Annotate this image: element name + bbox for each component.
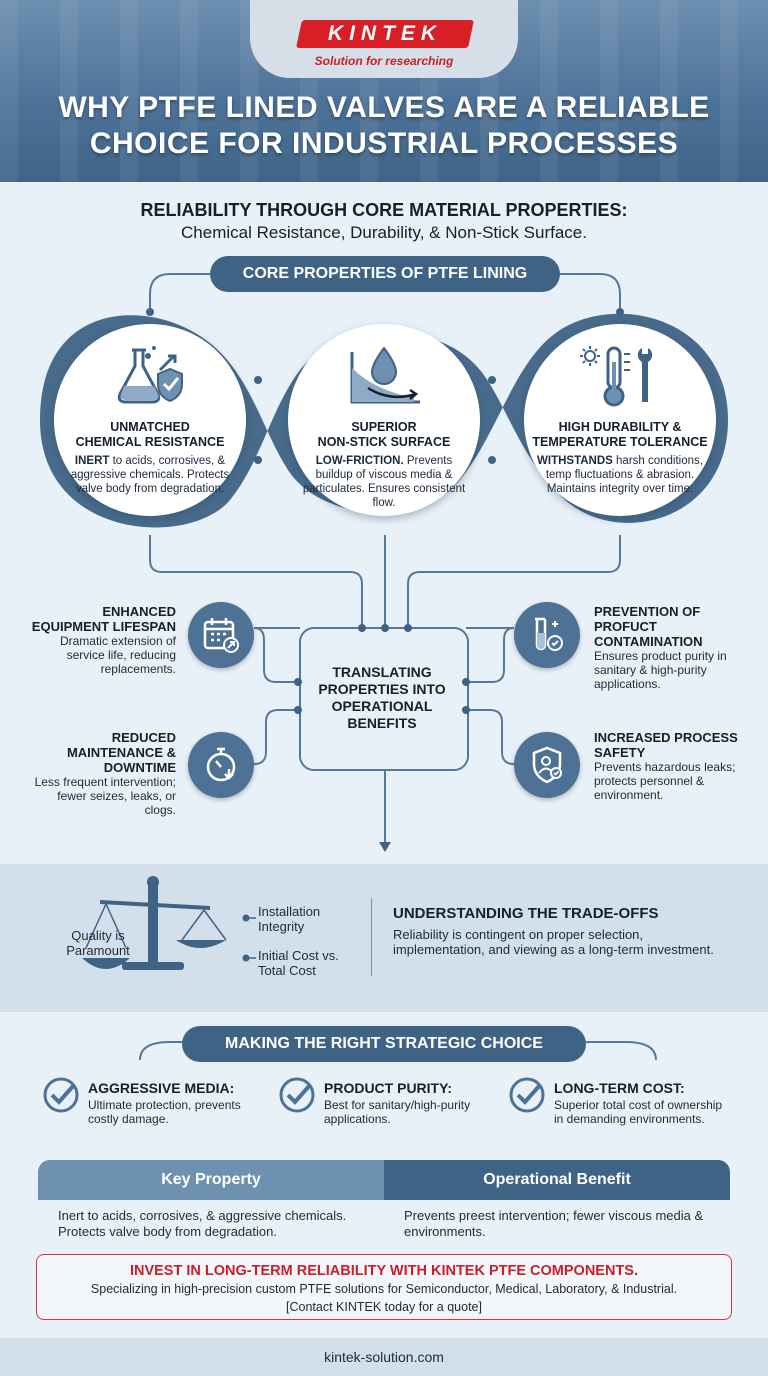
property-desc-text: Prevents buildup of viscous media & part… bbox=[302, 455, 466, 509]
cost-label: Initial Cost vs. Total Cost bbox=[258, 948, 339, 978]
page-title-line1: WHY PTFE LINED VALVES ARE A RELIABLE bbox=[58, 91, 710, 124]
property-description: LOW-FRICTION. Prevents buildup of viscou… bbox=[298, 454, 470, 510]
cta-description: Specializing in high-precision custom PT… bbox=[90, 1282, 678, 1296]
choice-title: LONG-TERM COST: bbox=[554, 1080, 685, 1096]
page-title-line2: CHOICE FOR INDUSTRIAL PROCESSES bbox=[89, 127, 679, 160]
choice-title: PRODUCT PURITY: bbox=[324, 1080, 453, 1096]
strategic-choice-label: MAKING THE RIGHT STRATEGIC CHOICE bbox=[182, 1026, 586, 1062]
choice-title: AGGRESSIVE MEDIA: bbox=[88, 1080, 235, 1096]
benefits-hub-label: TRANSLATING PROPERTIES INTO OPERATIONAL … bbox=[318, 664, 446, 731]
benefit-icon-test-tube bbox=[514, 602, 580, 668]
table-cell: Prevents preest intervention; fewer visc… bbox=[404, 1208, 704, 1239]
property-lead: WITHSTANDS bbox=[537, 455, 613, 467]
property-title-line1: SUPERIOR bbox=[351, 420, 417, 434]
benefit-title: REDUCED MAINTENANCE & DOWNTIME bbox=[66, 730, 176, 775]
brand-tagline: Solution for researching bbox=[314, 54, 454, 68]
checkmark-icon bbox=[279, 1077, 315, 1113]
property-lead: LOW-FRICTION. bbox=[315, 455, 404, 467]
benefit-desc: Dramatic extension of service life, redu… bbox=[59, 634, 176, 676]
checkmark-icon bbox=[43, 1077, 79, 1113]
benefits-hub: TRANSLATING PROPERTIES INTO OPERATIONAL … bbox=[298, 630, 466, 770]
installation-label: Installation Integrity bbox=[258, 904, 321, 934]
page-title: WHY PTFE LINED VALVES ARE A RELIABLE CHO… bbox=[20, 90, 748, 162]
benefit-desc: Less frequent intervention; fewer seizes… bbox=[34, 775, 176, 817]
thermometer-wrench-icon bbox=[580, 346, 653, 407]
intro-subheading: Chemical Resistance, Durability, & Non-S… bbox=[181, 223, 587, 242]
benefit-desc: Ensures product purity in sanitary & hig… bbox=[594, 649, 727, 691]
test-tube-icon bbox=[535, 617, 563, 651]
call-to-action: INVEST IN LONG-TERM RELIABILITY WITH KIN… bbox=[36, 1254, 732, 1320]
benefit-icon-stopwatch bbox=[188, 732, 254, 798]
property-title-line2: TEMPERATURE TOLERANCE bbox=[532, 435, 708, 449]
property-lead: INERT bbox=[74, 455, 110, 467]
header-banner: KINTEK Solution for researching WHY PTFE… bbox=[0, 0, 768, 182]
table-header-key-property: Key Property bbox=[38, 1160, 384, 1200]
tradeoffs-title: UNDERSTANDING THE TRADE-OFFS bbox=[393, 905, 659, 922]
tradeoffs-divider bbox=[371, 898, 372, 976]
stopwatch-icon bbox=[206, 747, 236, 782]
property-title-line2: CHEMICAL RESISTANCE bbox=[75, 435, 225, 449]
property-non-stick: SUPERIOR NON-STICK SURFACE LOW-FRICTION.… bbox=[288, 324, 480, 516]
choice-desc: Superior total cost of ownership in dema… bbox=[554, 1098, 723, 1126]
choice-desc: Best for sanitary/high-purity applicatio… bbox=[324, 1098, 471, 1126]
benefit-icon-calendar bbox=[188, 602, 254, 668]
property-desc-text: harsh conditions, temp fluctuations & ab… bbox=[545, 455, 703, 495]
table-header-operational-benefit: Operational Benefit bbox=[384, 1160, 730, 1200]
property-chemical-resistance: UNMATCHED CHEMICAL RESISTANCE INERT to a… bbox=[54, 324, 246, 516]
benefit-reduced-maintenance: REDUCED MAINTENANCE & DOWNTIME Less freq… bbox=[30, 730, 176, 817]
benefit-contamination-prevention: PREVENTION OF PROFUCT CONTAMINATION Ensu… bbox=[594, 604, 744, 691]
tradeoffs-description: Reliability is contingent on proper sele… bbox=[393, 927, 714, 957]
benefit-title: INCREASED PROCESS SAFETY bbox=[594, 730, 738, 760]
benefit-title: PREVENTION OF PROFUCT CONTAMINATION bbox=[594, 604, 703, 649]
property-title: UNMATCHED CHEMICAL RESISTANCE bbox=[58, 420, 242, 450]
flask-shield-icon bbox=[117, 346, 183, 404]
tradeoffs-section bbox=[0, 864, 768, 1012]
property-desc-text: to acids, corrosives, & aggressive chemi… bbox=[70, 455, 230, 495]
benefit-desc: Prevents hazardous leaks; protects perso… bbox=[594, 760, 736, 802]
property-durability: HIGH DURABILITY & TEMPERATURE TOLERANCE … bbox=[524, 324, 716, 516]
footer-url[interactable]: kintek-solution.com bbox=[0, 1338, 768, 1376]
brand-logo[interactable]: KINTEK bbox=[327, 22, 443, 45]
property-description: WITHSTANDS harsh conditions, temp fluctu… bbox=[534, 454, 706, 496]
shield-person-icon bbox=[532, 746, 562, 784]
property-title-line2: NON-STICK SURFACE bbox=[317, 435, 451, 449]
property-description: INERT to acids, corrosives, & aggressive… bbox=[64, 454, 236, 496]
table-cell: Inert to acids, corrosives, & aggressive… bbox=[58, 1208, 347, 1239]
benefit-process-safety: INCREASED PROCESS SAFETY Prevents hazard… bbox=[594, 730, 744, 802]
quality-label: Quality is Paramount bbox=[66, 928, 130, 958]
intro-heading: RELIABILITY THROUGH CORE MATERIAL PROPER… bbox=[140, 200, 628, 220]
cta-headline: INVEST IN LONG-TERM RELIABILITY WITH KIN… bbox=[129, 1263, 639, 1279]
property-title: SUPERIOR NON-STICK SURFACE bbox=[292, 420, 476, 450]
property-title-line1: HIGH DURABILITY & bbox=[558, 420, 682, 434]
benefit-title: ENHANCED EQUIPMENT LIFESPAN bbox=[31, 604, 176, 634]
property-title: HIGH DURABILITY & TEMPERATURE TOLERANCE bbox=[528, 420, 712, 450]
benefit-equipment-lifespan: ENHANCED EQUIPMENT LIFESPAN Dramatic ext… bbox=[30, 604, 176, 676]
core-properties-label: CORE PROPERTIES OF PTFE LINING bbox=[210, 256, 560, 292]
checkmark-icon bbox=[509, 1077, 545, 1113]
choice-desc: Ultimate protection, prevents costly dam… bbox=[88, 1098, 241, 1126]
droplet-slope-icon bbox=[350, 346, 420, 404]
benefit-icon-shield bbox=[514, 732, 580, 798]
calendar-icon bbox=[203, 618, 239, 653]
property-title-line1: UNMATCHED bbox=[110, 420, 190, 434]
cta-contact-link[interactable]: [Contact KINTEK today for a quote] bbox=[286, 1300, 482, 1314]
